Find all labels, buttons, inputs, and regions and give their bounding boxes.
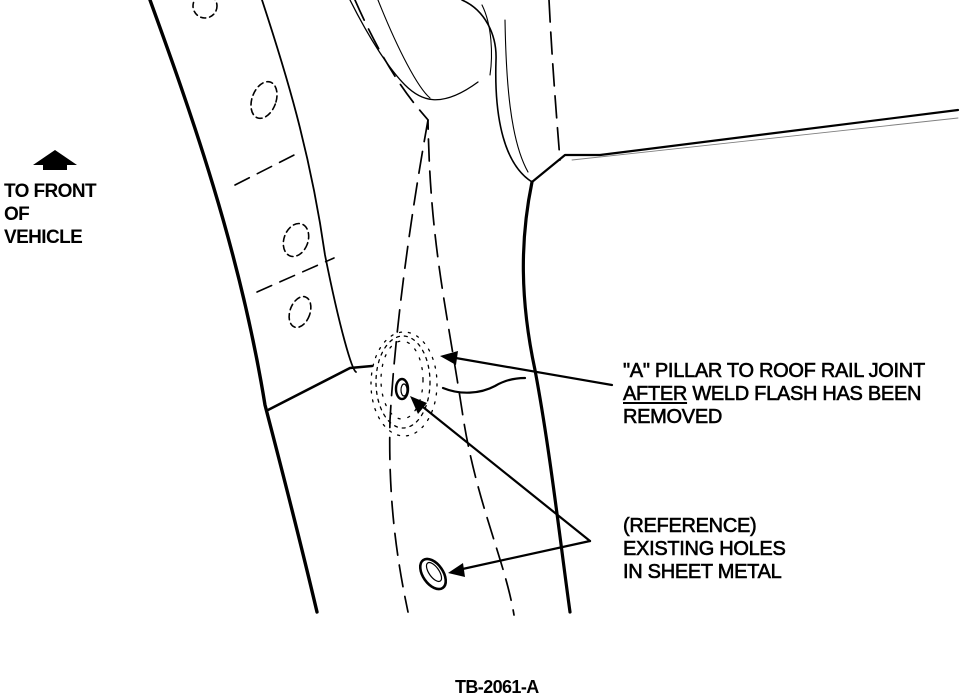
- figure-id-label: TB-2061-A: [455, 677, 539, 697]
- flange-curve-a: [349, 0, 479, 101]
- weld-flash-area: [370, 331, 438, 437]
- flange-curve-c: [461, 0, 533, 183]
- hole-outline-1: [250, 80, 278, 120]
- pillar-outer-edge-inner: [261, 0, 357, 373]
- weld-hole-inner: [400, 383, 408, 397]
- dashed-seam-1: [234, 151, 301, 186]
- front-of-vehicle-label: TO FRONT OF VEHICLE: [4, 180, 97, 249]
- pillar-dashed-line-left: [354, 0, 515, 616]
- flange-curve-d: [481, 4, 493, 76]
- holes-callout-line: IN SHEET METAL: [623, 561, 782, 584]
- weld-joint-curve: [441, 376, 527, 394]
- joint-callout-label: "A" PILLAR TO ROOF RAIL JOINT AFTER WELD…: [623, 360, 926, 429]
- joint-leader-line: [448, 355, 614, 387]
- holes-callout-line: EXISTING HOLES: [623, 538, 786, 561]
- pillar-right-edge: [521, 180, 572, 614]
- joint-callout-line-3: REMOVED: [623, 406, 723, 429]
- joint-callout-line-2-rest: WELD FLASH HAS BEEN: [687, 383, 922, 406]
- hole-outline-2: [282, 222, 310, 258]
- pillar-outer-edge: [148, 0, 319, 614]
- pillar-dashed-line-center: [388, 119, 429, 613]
- joint-bottom-line: [266, 364, 374, 412]
- joint-callout-line-2: AFTER WELD FLASH HAS BEEN: [623, 383, 925, 406]
- weld-hole: [394, 377, 410, 401]
- roof-rail-edge-inner: [571, 117, 959, 161]
- arrow-up-icon: [33, 150, 77, 170]
- front-label-line: TO FRONT: [4, 181, 97, 202]
- hole-outline-3: [288, 295, 312, 329]
- flange-curve-e: [504, 19, 529, 173]
- front-label-line: VEHICLE: [4, 227, 83, 248]
- holes-leader-arrowhead-lower: [448, 563, 465, 577]
- flange-curve-b: [377, 0, 431, 99]
- holes-callout-label: (REFERENCE) EXISTING HOLES IN SHEET META…: [623, 515, 786, 584]
- dashed-seam-2: [256, 257, 335, 293]
- holes-leader-arrowhead-upper: [410, 396, 427, 414]
- joint-callout-line-1: "A" PILLAR TO ROOF RAIL JOINT: [623, 360, 926, 383]
- roof-rail-edge: [530, 108, 960, 184]
- holes-leader-line-upper: [416, 401, 592, 543]
- hole-outline-top: [192, 0, 218, 19]
- after-emphasis: AFTER: [623, 383, 688, 406]
- existing-hole-inner: [425, 561, 443, 583]
- holes-callout-line: (REFERENCE): [623, 515, 757, 538]
- pillar-dashed-line-right: [548, 0, 561, 161]
- holes-leader-line-lower: [456, 539, 592, 572]
- joint-leader-arrowhead: [440, 351, 458, 365]
- front-label-line: OF: [4, 204, 30, 225]
- existing-hole: [418, 557, 448, 591]
